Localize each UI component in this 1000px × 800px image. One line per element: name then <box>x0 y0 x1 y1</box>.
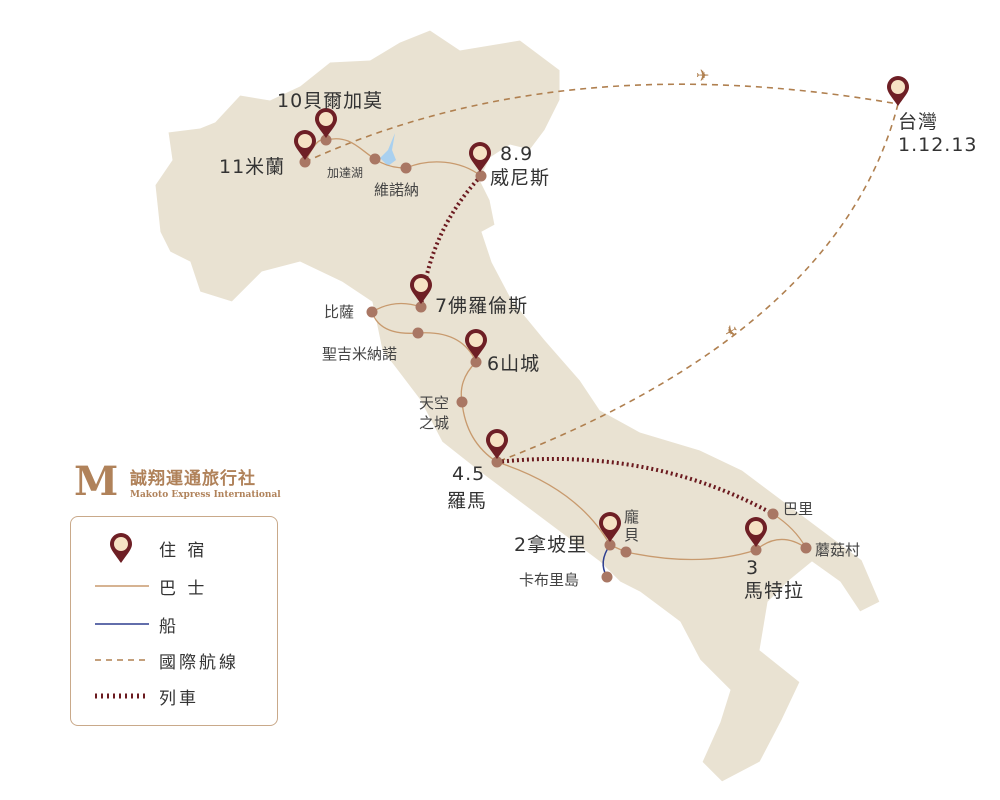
stop-dot-garda <box>369 153 381 165</box>
label-naples: 2拿坡里 <box>514 533 587 556</box>
legend-label: 船 <box>159 616 179 637</box>
label-matera-day: 3 <box>746 557 759 579</box>
legend-item-boat: 船 <box>95 609 275 639</box>
label-verona: 維諾納 <box>374 181 419 199</box>
label-san-gimignano: 聖吉米納諾 <box>322 345 397 363</box>
stop-dot-milan <box>299 156 311 168</box>
label-siena: 6山城 <box>487 353 540 375</box>
label-florence: 7佛羅倫斯 <box>435 295 528 317</box>
stop-dot-pompeii <box>620 546 632 558</box>
label-taiwan-day: 1.12.13 <box>898 134 978 156</box>
brand-name-cn: 誠翔運通旅行社 <box>130 469 256 489</box>
label-rome-day: 4.5 <box>452 463 485 485</box>
label-venice: 威尼斯 <box>490 167 550 189</box>
label-civita-1: 天空 <box>419 394 449 412</box>
label-taiwan: 台灣 <box>898 111 938 133</box>
flight-route-outbound <box>304 83 899 163</box>
stop-dot-naples <box>604 539 616 551</box>
label-milan: 11米蘭 <box>219 156 285 178</box>
stop-dot-venice <box>475 170 487 182</box>
pin-icon-siena <box>465 329 487 359</box>
pin-icon-rome <box>486 429 508 459</box>
stop-dot-pisa <box>366 306 378 318</box>
label-rome: 羅馬 <box>447 490 487 512</box>
pin-icon-naples <box>599 512 621 542</box>
label-bari: 巴里 <box>783 500 813 518</box>
logo-mark: M <box>74 458 119 505</box>
stop-dot-bari <box>767 508 779 520</box>
stop-dot-verona <box>400 162 412 174</box>
brand-name-en: Makoto Express International <box>130 490 281 500</box>
legend-label: 住 宿 <box>159 540 208 561</box>
flight-route-return <box>496 103 899 463</box>
pin-icon-matera <box>745 517 767 547</box>
label-alberobello: 蘑菇村 <box>815 541 860 559</box>
stop-dot-rome <box>491 456 503 468</box>
stop-dot-siena <box>470 356 482 368</box>
label-pompeii-2: 貝 <box>624 526 639 544</box>
map-legend: 住 宿 巴 士 船 國際航線 列車 <box>70 516 278 726</box>
pin-icon-taiwan <box>887 76 909 106</box>
pin-icon-milan <box>294 130 316 160</box>
legend-label: 巴 士 <box>159 578 208 599</box>
label-pisa: 比薩 <box>324 303 354 321</box>
legend-item-bus: 巴 士 <box>95 571 275 601</box>
label-civita-2: 之城 <box>419 414 449 432</box>
pin-icon <box>110 533 132 563</box>
lake-garda <box>380 133 396 166</box>
label-garda: 加達湖 <box>327 165 363 180</box>
stop-dot-san-gimignano <box>412 327 424 339</box>
stop-dot-bergamo <box>320 134 332 146</box>
train-route-venice-florence <box>419 174 483 308</box>
legend-item-train: 列車 <box>95 681 275 711</box>
legend-item-flight: 國際航線 <box>95 645 275 675</box>
stop-dot-florence <box>415 301 427 313</box>
legend-label: 國際航線 <box>159 652 239 673</box>
label-pompeii-1: 龐 <box>624 508 639 526</box>
label-matera: 馬特拉 <box>744 580 804 602</box>
pin-icon-florence <box>410 274 432 304</box>
train-route-rome-bari <box>496 457 774 516</box>
bus-line-icon <box>95 585 149 587</box>
bus-route-rome-naples <box>496 461 611 546</box>
stop-dot-capri <box>601 571 613 583</box>
flight-line-icon <box>95 659 149 661</box>
label-venice-day: 8.9 <box>500 143 533 165</box>
stop-dot-alberobello <box>800 542 812 554</box>
stop-dot-matera <box>750 544 762 556</box>
legend-label: 列車 <box>159 688 199 709</box>
label-bergamo: 10貝爾加莫 <box>277 90 383 112</box>
italy-landmass <box>154 29 881 783</box>
plane-icon: ✈ <box>720 319 741 342</box>
bus-route-south <box>609 538 807 561</box>
pin-icon-bergamo <box>315 108 337 138</box>
brand-logo: M 誠翔運通旅行社 Makoto Express International <box>74 460 284 504</box>
legend-item-stay: 住 宿 <box>95 533 275 563</box>
boat-line-icon <box>95 623 149 625</box>
stop-dot-civita <box>456 396 468 408</box>
bus-route-tuscany <box>371 302 477 363</box>
train-line-icon <box>95 693 149 699</box>
pin-icon-venice <box>469 142 491 172</box>
label-capri: 卡布里島 <box>519 571 579 589</box>
plane-icon: ✈ <box>696 66 709 85</box>
